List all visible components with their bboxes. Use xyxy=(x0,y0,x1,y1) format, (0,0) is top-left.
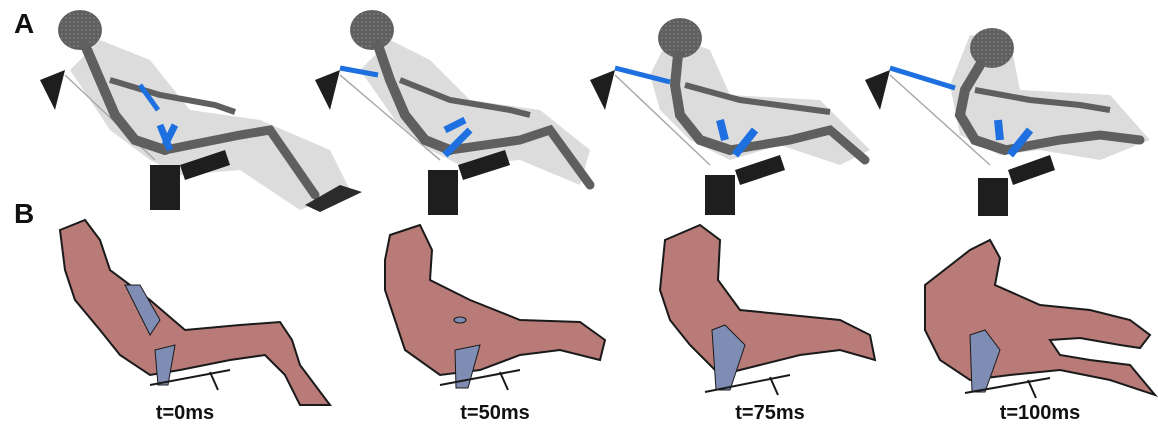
silhouette-frame-0 xyxy=(60,220,330,405)
silhouette-frame-100 xyxy=(925,240,1155,398)
skeleton-frame-75 xyxy=(590,18,870,215)
time-label-0: t=0ms xyxy=(75,402,295,425)
time-label-75: t=75ms xyxy=(660,402,880,425)
silhouette-frame-75 xyxy=(660,225,875,395)
skeleton-frame-0 xyxy=(40,10,362,212)
time-label-100: t=100ms xyxy=(930,402,1150,425)
skeleton-frame-100 xyxy=(865,28,1150,216)
silhouette-frame-50 xyxy=(385,225,605,390)
skeleton-frame-50 xyxy=(315,10,590,215)
time-label-50: t=50ms xyxy=(385,402,605,425)
